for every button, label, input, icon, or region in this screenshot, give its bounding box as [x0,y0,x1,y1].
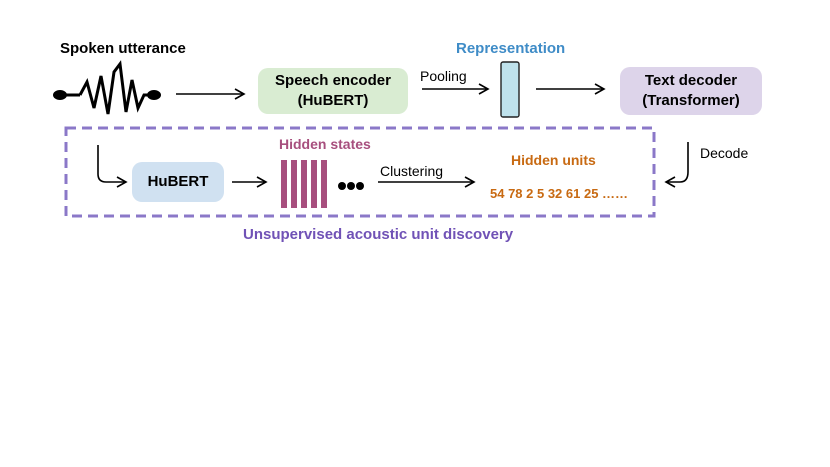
hidden-units-label: Hidden units [511,152,596,168]
speech-encoder-title: Speech encoder [275,72,391,89]
waveform-icon [53,60,161,115]
speech-encoder-box: Speech encoder (HuBERT) [258,68,408,114]
ellipsis-dots [338,182,364,190]
decode-label: Decode [700,145,749,161]
clustering-label: Clustering [380,163,444,179]
text-decoder-subtitle: (Transformer) [642,92,740,109]
hidden-states-bars [281,160,327,208]
arrow-decode [664,142,689,188]
unit-sequence: 54 78 2 5 32 61 25 …… [490,186,629,201]
hubert-box: HuBERT [132,162,224,202]
hubert-label: HuBERT [147,173,209,190]
arrow-waveform-to-hubert [97,145,128,188]
spoken-utterance-label: Spoken utterance [60,40,186,57]
representation-label: Representation [456,40,566,57]
pooling-label: Pooling [420,68,467,84]
discovery-caption: Unsupervised acoustic unit discovery [243,226,514,243]
speech-encoder-subtitle: (HuBERT) [297,92,369,109]
text-decoder-title: Text decoder [644,72,738,89]
hidden-states-label: Hidden states [279,136,371,152]
text-decoder-box: Text decoder (Transformer) [620,67,762,115]
representation-vector [500,61,520,118]
discovery-region [64,126,656,218]
